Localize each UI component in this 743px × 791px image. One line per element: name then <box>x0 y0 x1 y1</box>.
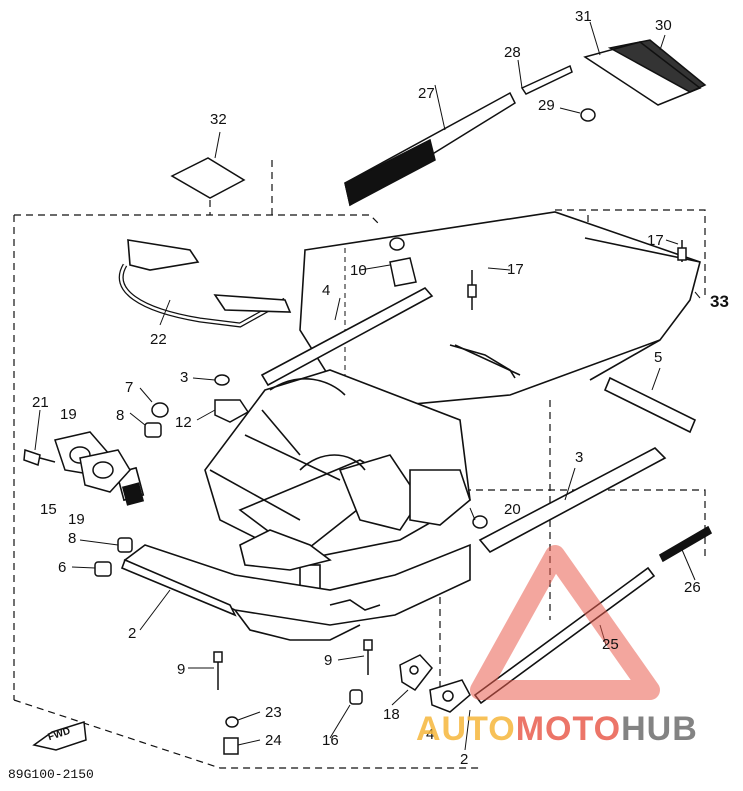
steering-bar-22 <box>118 239 292 328</box>
watermark-part-auto: AUTO <box>416 710 516 748</box>
diagram-code: 89G100-2150 <box>8 767 94 782</box>
callout-6: 6 <box>58 559 67 576</box>
callout-17-center: 17 <box>507 261 524 278</box>
callout-17-right: 17 <box>647 232 664 249</box>
callout-2-bottom: 2 <box>460 751 469 768</box>
callout-9-left: 9 <box>177 661 186 678</box>
bolt-21 <box>23 409 56 466</box>
skid-rail-2 <box>120 558 237 617</box>
callout-4-top: 4 <box>322 282 331 299</box>
callout-7: 7 <box>125 379 134 396</box>
callout-18: 18 <box>383 706 400 723</box>
callout-31: 31 <box>575 8 592 25</box>
callout-21: 21 <box>32 394 49 411</box>
callout-26: 26 <box>684 579 701 596</box>
bolts <box>213 240 687 690</box>
callout-19-lower: 19 <box>68 511 85 528</box>
callout-24: 24 <box>265 732 282 749</box>
grommet-29 <box>559 107 596 122</box>
plate-32 <box>170 131 246 199</box>
callout-5: 5 <box>654 349 663 366</box>
callout-15: 15 <box>40 501 57 518</box>
watermark-logo: AUTOMOTOHUB <box>416 710 698 749</box>
callout-29: 29 <box>538 97 555 114</box>
pad-30-31 <box>583 21 707 106</box>
callout-8-upper: 8 <box>116 407 125 424</box>
callout-4-bottom: 4 <box>426 726 435 743</box>
trim-strip-28 <box>517 59 573 95</box>
mount-19 <box>54 431 131 493</box>
fwd-arrow <box>32 721 87 751</box>
callout-30: 30 <box>655 17 672 34</box>
callout-23: 23 <box>265 704 282 721</box>
callout-19-upper: 19 <box>60 406 77 423</box>
frame-body <box>204 369 471 561</box>
rail-3-right <box>478 447 667 554</box>
callout-22: 22 <box>150 331 167 348</box>
callout-33: 33 <box>710 292 729 311</box>
strip-26 <box>658 525 713 581</box>
callout-20: 20 <box>504 501 521 518</box>
trim-strip-27 <box>344 84 516 207</box>
callout-9-right: 9 <box>324 652 333 669</box>
callout-8-lower: 8 <box>68 530 77 547</box>
callout-28: 28 <box>504 44 521 61</box>
callout-2-left: 2 <box>128 625 137 642</box>
callout-32: 32 <box>210 111 227 128</box>
rail-4-top <box>260 286 434 387</box>
watermark-triangle <box>470 545 660 700</box>
watermark-part-hub: HUB <box>621 710 698 748</box>
callout-27: 27 <box>418 85 435 102</box>
clamp-10 <box>389 237 417 287</box>
callout-16: 16 <box>322 732 339 749</box>
watermark-part-moto: MOTO <box>515 710 622 748</box>
callout-10: 10 <box>350 262 367 279</box>
bracket-18 <box>399 654 471 713</box>
callout-12: 12 <box>175 414 192 431</box>
callout-3-left: 3 <box>180 369 189 386</box>
callout-25: 25 <box>602 636 619 653</box>
small-parts <box>94 374 488 755</box>
lower-frame-plate <box>123 543 471 641</box>
bar-5 <box>603 367 697 434</box>
callout-3-right: 3 <box>575 449 584 466</box>
leader-lines <box>71 239 701 751</box>
